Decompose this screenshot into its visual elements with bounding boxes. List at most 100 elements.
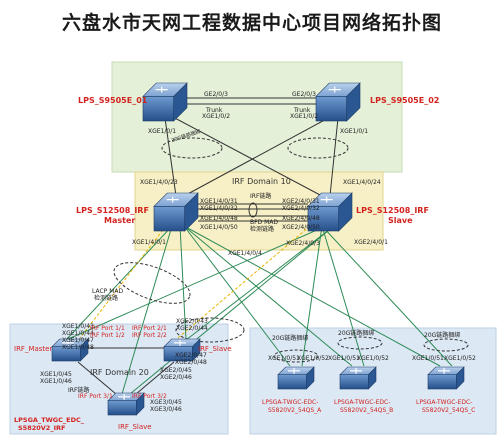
trunk-left: Trunk — [205, 107, 223, 114]
sw-b-name-l1: LPSGA-TWGC-EDC- — [334, 399, 390, 406]
irf-master-switch-icon — [153, 192, 199, 232]
access-stack-name: LPSGA_TWGC_EDC_S5820V2_IRF — [14, 416, 85, 432]
ap-2: XGE1/0/45 — [40, 371, 72, 378]
bundle-ellipse-center — [175, 317, 245, 343]
irf-extra-right: XGE2/4/0/3 — [286, 240, 320, 247]
core-right-to-slave — [329, 117, 339, 197]
irf-port-r2: XGE2/4/0/48 — [282, 215, 320, 222]
access-bottom-switch-icon — [107, 392, 145, 416]
ap-5: XGE1/0/48 — [62, 344, 94, 351]
irf-master-role: Master — [104, 216, 135, 225]
sw-c-name: LPSGA-TWGC-EDC-S5820V2_54QS_C — [416, 399, 475, 414]
sw-a-name-l2: S5820V2_54QS_A — [268, 407, 322, 414]
access-bottom-label: IRF_Slave — [118, 423, 152, 431]
ap-12: XGE2/0/43 — [176, 318, 208, 325]
slave-to-sw-2 — [321, 225, 453, 367]
core-left-to-slave — [170, 115, 323, 197]
mad-label: BFD MAD — [250, 219, 278, 226]
slave-to-sw-1 — [321, 225, 365, 367]
irfp-2: IRF Port 2/1 — [132, 325, 167, 332]
lacp-ellipse — [113, 262, 191, 304]
irf-side-right: XGE2/4/0/1 — [354, 239, 388, 246]
ap-10: XGE3/0/45 — [150, 399, 182, 406]
core-right-port-down2: XGE1/0/2 — [290, 113, 318, 120]
stack-link-5 — [129, 225, 335, 395]
diagram-title: 六盘水市天网工程数据中心项目网络拓扑图 — [61, 12, 442, 34]
ap-8: XGE2/0/47 — [175, 352, 207, 359]
core-right-trunk-port: GE2/0/3 — [292, 91, 316, 98]
sw-b-port1: XGE1/0/51 — [328, 355, 360, 362]
stack-ring-left — [77, 361, 117, 395]
core-left-port-down2: XGE1/0/2 — [202, 113, 230, 120]
irf-port-r1: XGE2/4/0/32 — [282, 205, 320, 212]
sw-c-name-l2: S5820V2_54QS_C — [422, 407, 475, 414]
core-left-to-master — [164, 117, 177, 197]
sw-c-port2: XGE1/0/52 — [444, 355, 476, 362]
bundle-ellipse-b — [337, 336, 383, 350]
sw-b-name: LPSGA-TWGC-EDC-S5820V2_54QS_B — [334, 399, 393, 414]
mad-sub: 检测链路 — [250, 225, 274, 233]
irf-loop-icon — [248, 202, 258, 218]
ap-7: XGE2/0/46 — [160, 374, 192, 381]
access-domain-label: IRF Domain 20 — [90, 368, 149, 377]
irf-link-label: IRF链路 — [250, 192, 271, 200]
sw-a-port1: XGE1/0/51 — [268, 355, 300, 362]
access-switch-b-icon — [339, 366, 377, 390]
irfp-5: IRF Port 3/2 — [132, 393, 167, 400]
sw-b-name-l2: S5820V2_54QS_B — [340, 407, 393, 414]
irfp-0: IRF Port 1/1 — [90, 325, 125, 332]
irf-side-left: XGE1/4/0/1 — [132, 239, 166, 246]
ap-11: XGE3/0/46 — [150, 406, 182, 413]
irf-slave-role: Slave — [388, 216, 413, 225]
core-right-to-master — [183, 115, 333, 197]
irf-uplink-right: XGE1/4/0/24 — [343, 179, 381, 186]
irf-port-r0: XGE2/4/0/31 — [282, 198, 320, 205]
sw-a-bundle: 20G链路捆绑 — [272, 334, 308, 342]
master-to-sw-1 — [183, 225, 353, 367]
core-left-trunk-port: GE2/0/3 — [204, 91, 228, 98]
irfp-4: IRF Port 3/1 — [78, 393, 113, 400]
core-switch-right-icon — [315, 82, 361, 122]
lacp-label: LACP MAD — [92, 288, 123, 295]
bundle-ellipse-c — [423, 338, 469, 352]
device-icons — [51, 82, 465, 416]
lacp-mad-link-1 — [79, 225, 167, 339]
irf-port-l1: XGE1/4/0/32 — [200, 205, 238, 212]
stack-name-line2: S5820V2_IRF — [18, 424, 65, 432]
irf-port-r3: XGE2/4/0/50 — [282, 224, 320, 231]
stack-link-3 — [185, 225, 335, 341]
lacp-sub: 检测链路 — [94, 294, 118, 302]
master-to-sw-2 — [183, 225, 441, 367]
stack-link-0 — [65, 225, 173, 341]
ap-13: XGE2/0/44 — [176, 325, 208, 332]
ap-4: XGE1/0/47 — [62, 337, 94, 344]
ap-6: XGE2/0/45 — [160, 367, 192, 374]
core-left-name: LPS_S9505E_01 — [78, 96, 148, 105]
irf-master-name: LPS_S12508_IRF — [76, 206, 149, 215]
trunk-right: Trunk — [293, 107, 311, 114]
sw-c-port1: XGE1/0/51 — [412, 355, 444, 362]
sw-a-port2: XGE1/0/52 — [297, 355, 329, 362]
access-irf-link-label: IRF链路 — [68, 386, 89, 394]
sw-b-port2: XGE1/0/52 — [357, 355, 389, 362]
labels: LPS_S9505E_01 LPS_S9505E_02 GE2/0/3 GE2/… — [14, 91, 476, 432]
irfp-1: IRF Port 1/2 — [90, 332, 125, 339]
ap-9: XGE2/0/48 — [175, 359, 207, 366]
core-switch-left-icon — [142, 82, 188, 122]
irf-port-l0: XGE1/4/0/31 — [200, 198, 238, 205]
core-bundle-ellipse-right — [287, 137, 349, 159]
stack-link-2 — [65, 225, 327, 341]
sw-c-bundle: 20G链路捆绑 — [424, 331, 460, 339]
master-to-sw-0 — [183, 225, 291, 367]
irf-extra-left: XGE1/4/0/4 — [228, 250, 262, 257]
sw-b-bundle: 20G链路捆绑 — [338, 329, 374, 337]
lacp-mad-link-2 — [177, 225, 311, 339]
irf-domain-label: IRF Domain 10 — [232, 177, 291, 186]
irf-port-l2: XGE1/4/0/48 — [200, 215, 238, 222]
irf-slave-switch-icon — [307, 192, 353, 232]
sw-a-name-l1: LPSGA-TWGC-EDC- — [262, 399, 318, 406]
access-master-label: IRF_Master — [14, 345, 52, 353]
core-right-name: LPS_S9505E_02 — [370, 96, 439, 105]
access-slave-switch-icon — [163, 338, 201, 362]
